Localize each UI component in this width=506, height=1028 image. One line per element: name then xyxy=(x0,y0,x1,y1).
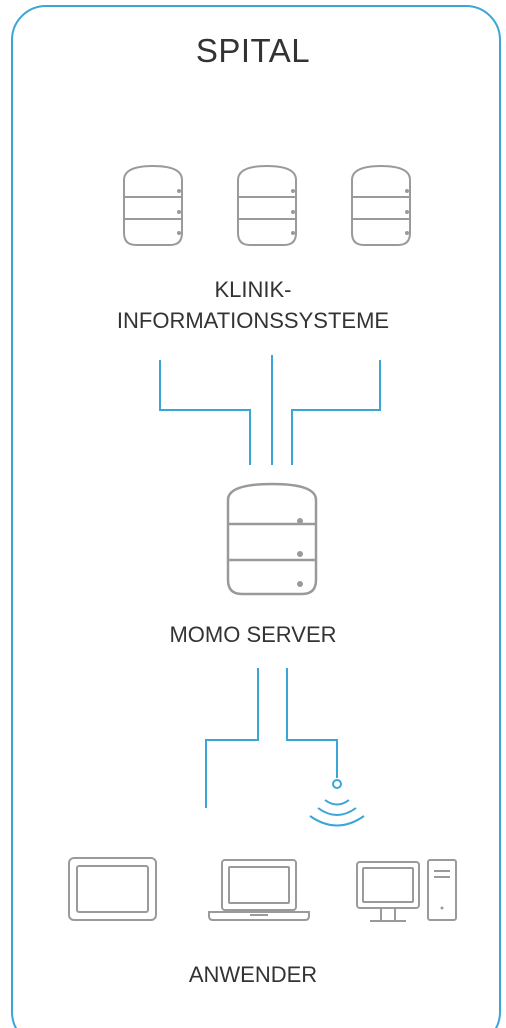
hospital-title: SPITAL xyxy=(195,32,311,69)
clinic-systems-label-line1: KLINIK- xyxy=(214,277,292,302)
clinic-systems-label-line2: INFORMATIONSSYSTEME xyxy=(116,308,390,333)
server-icon xyxy=(226,482,318,596)
users-label: ANWENDER xyxy=(188,962,318,987)
database-icon xyxy=(123,164,183,246)
database-icon xyxy=(351,164,411,246)
desktop-computer-icon xyxy=(356,859,457,922)
connector-lines-bottom xyxy=(205,668,338,808)
tablet-icon xyxy=(68,857,157,921)
laptop-icon xyxy=(208,859,310,921)
wifi-icon xyxy=(309,779,365,827)
server-label: MOMO SERVER xyxy=(169,622,337,647)
hospital-border xyxy=(11,5,501,1028)
connector-lines-top xyxy=(159,355,381,465)
database-icon xyxy=(237,164,297,246)
